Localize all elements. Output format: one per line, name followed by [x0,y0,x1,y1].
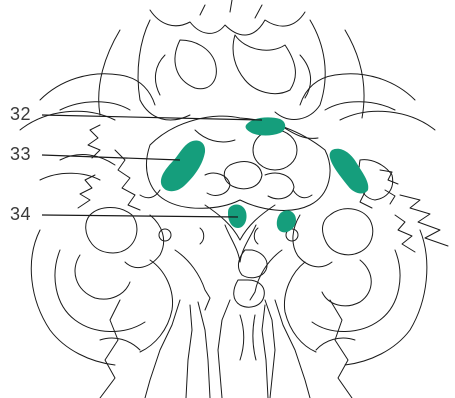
region-34-highlight [228,205,247,228]
callout-label-34: 34 [10,205,31,223]
leader-line-34 [42,215,238,217]
region-33-right-highlight [330,149,369,194]
bone-outlines [20,0,448,398]
callout-label-32: 32 [10,105,31,123]
region-33-highlight [161,140,205,191]
callout-label-33: 33 [10,145,31,163]
